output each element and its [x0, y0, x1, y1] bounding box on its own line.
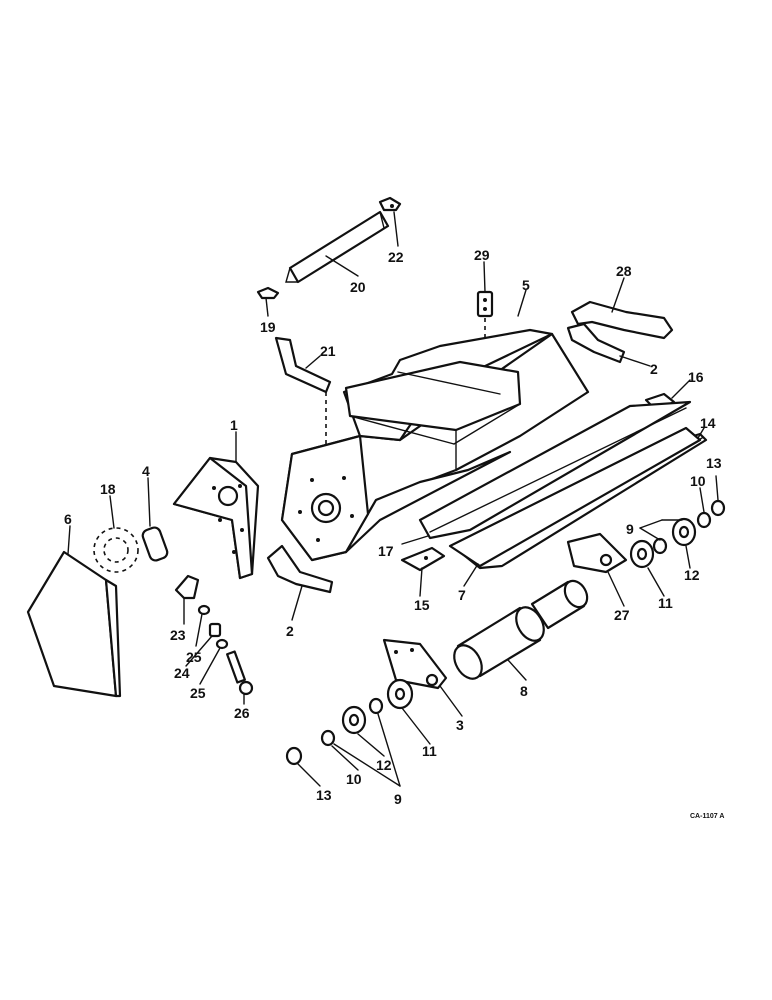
part-28-bracket: [570, 300, 674, 340]
part-9-collar-right: [652, 537, 668, 555]
part-26-bolt: [226, 650, 254, 696]
part-2-bracket-right: [566, 322, 626, 364]
drawing-reference: CA-1107 A: [690, 813, 724, 820]
part-5-housing: [280, 328, 590, 562]
callout-19: 19: [260, 319, 276, 335]
part-13-cap-left: [285, 746, 303, 766]
part-23-clip: [174, 574, 200, 600]
callout-10-right: 10: [690, 473, 706, 489]
part-1-end-plate: [172, 456, 260, 580]
leader-lines: [67, 211, 719, 787]
callout-21: 21: [320, 343, 336, 359]
part-12-flange-left: [341, 705, 367, 735]
callout-25-lower: 25: [190, 685, 206, 701]
part-11-flange-right: [629, 539, 655, 569]
part-27-bearing-plate: [566, 532, 628, 574]
part-8-rotor: [453, 579, 589, 680]
callout-2-right: 2: [650, 361, 658, 377]
callout-22: 22: [388, 249, 404, 265]
callout-3: 3: [456, 717, 464, 733]
part-2-bracket-left: [266, 544, 334, 594]
callout-5: 5: [522, 277, 530, 293]
callout-labels: 20 22 19 29 5 21 28 2 16 14 1 4 18 6 13 …: [64, 247, 722, 807]
part-10-nut-left: [320, 729, 336, 747]
part-25-washer-lower: [215, 638, 229, 650]
part-20-channel: [285, 210, 390, 284]
callout-9-right: 9: [626, 521, 634, 537]
callout-11-right: 11: [658, 595, 673, 611]
part-11-flange-left: [386, 678, 414, 710]
callout-13-right: 13: [706, 455, 722, 471]
callout-16: 16: [688, 369, 704, 385]
part-10-nut-right: [696, 511, 712, 529]
callout-13-left: 13: [316, 787, 332, 803]
part-19-clip: [256, 286, 280, 300]
callout-24: 24: [174, 665, 190, 681]
part-17-strip: [418, 400, 692, 540]
callout-4: 4: [142, 463, 150, 479]
callout-28: 28: [616, 263, 632, 279]
part-6-side-shield: [26, 550, 122, 698]
callout-20: 20: [350, 279, 366, 295]
callout-10-left: 10: [346, 771, 362, 787]
part-9-collar-left: [368, 697, 384, 715]
callout-18: 18: [100, 481, 116, 497]
callout-25-upper: 25: [186, 649, 202, 665]
callout-9-left: 9: [394, 791, 402, 807]
callout-14: 14: [700, 415, 716, 431]
callout-27: 27: [614, 607, 630, 623]
callout-11-left: 11: [422, 743, 437, 759]
callout-12-right: 12: [684, 567, 700, 583]
part-7-shield: [448, 426, 702, 568]
callout-12-left: 12: [376, 757, 392, 773]
part-4-shaft: [141, 526, 169, 562]
callout-2-left: 2: [286, 623, 294, 639]
part-3-bearing-plate: [382, 638, 448, 690]
part-21-bracket: [274, 336, 332, 394]
callout-26: 26: [234, 705, 250, 721]
callout-15: 15: [414, 597, 430, 613]
callout-6: 6: [64, 511, 72, 527]
callout-8: 8: [520, 683, 528, 699]
part-15-plate: [400, 546, 446, 572]
part-12-flange-right: [671, 517, 697, 547]
callout-23: 23: [170, 627, 186, 643]
part-29-bracket: [476, 290, 494, 318]
part-13-cap-right: [710, 499, 726, 517]
callout-17: 17: [378, 543, 394, 559]
callout-7: 7: [458, 587, 466, 603]
callout-1: 1: [230, 417, 238, 433]
part-24-nut: [208, 622, 222, 638]
callout-29: 29: [474, 247, 490, 263]
part-22-clip: [378, 196, 402, 212]
part-18-sprocket: [93, 527, 139, 573]
part-25-washer-upper: [197, 604, 211, 616]
